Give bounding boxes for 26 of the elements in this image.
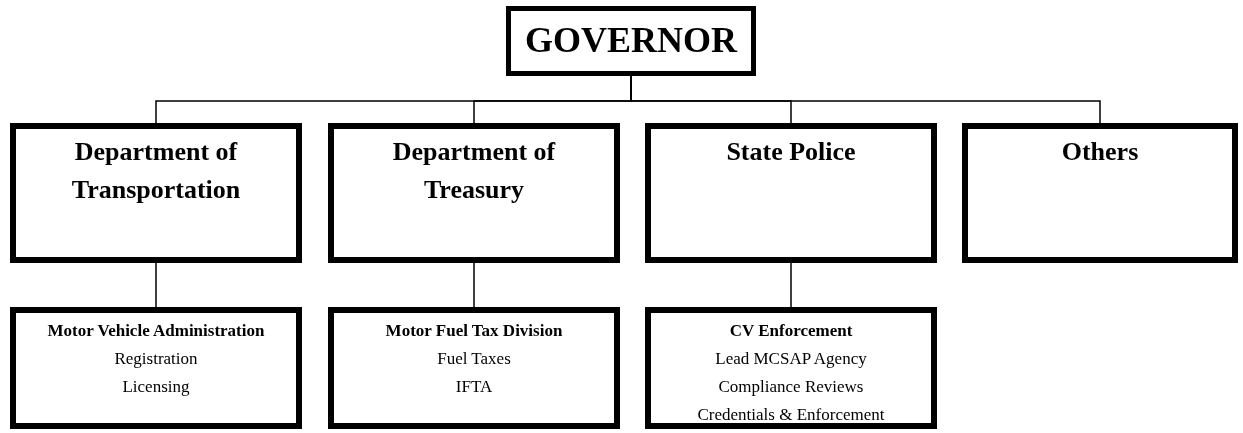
department-box [10, 123, 302, 263]
unit-box [328, 307, 620, 429]
box-title: CV Enforcement [729, 320, 853, 342]
box-title: Motor Fuel Tax Division [385, 320, 563, 342]
department-box [328, 123, 620, 263]
box-title: Others [1060, 136, 1140, 168]
org-box [506, 6, 756, 76]
box-text: IFTA [455, 376, 493, 398]
box-text: Compliance Reviews [718, 376, 864, 398]
box-title: State Police [725, 136, 857, 168]
connector-line [155, 262, 157, 308]
box-title: Department of Treasury [391, 136, 557, 206]
connector-line [473, 262, 475, 308]
unit-box [645, 307, 937, 429]
box-title: Motor Vehicle Administration [47, 320, 265, 342]
unit-box [10, 307, 302, 429]
department-box [962, 123, 1238, 263]
department-box [645, 123, 937, 263]
box-text: Lead MCSAP Agency [715, 348, 867, 370]
box-title: Department of Transportation [70, 136, 242, 206]
connector-line [790, 262, 792, 308]
box-text: Licensing [122, 376, 190, 398]
box-text: Registration [114, 348, 198, 370]
box-text: Credentials & Enforcement [697, 404, 885, 426]
box-text: Fuel Taxes [437, 348, 511, 370]
box-title: GOVERNOR [525, 21, 737, 61]
